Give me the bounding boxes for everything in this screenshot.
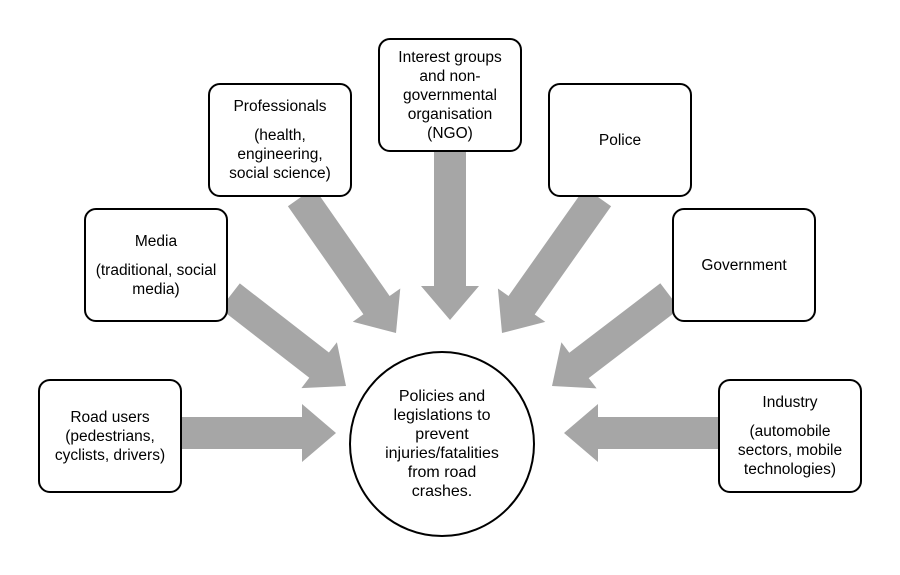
arrow-industry xyxy=(564,404,718,462)
stakeholder-box-media: Media (traditional, social media) xyxy=(84,208,228,322)
stakeholder-subtitle: (traditional, social media) xyxy=(95,261,217,298)
stakeholder-title: Government xyxy=(701,256,787,274)
stakeholder-box-government: Government xyxy=(672,208,816,322)
central-policy-circle: Policies and legislations to prevent inj… xyxy=(349,351,535,537)
stakeholder-title: Road users xyxy=(70,408,150,426)
arrow-road-users xyxy=(182,404,336,462)
stakeholder-title: Industry xyxy=(762,394,818,411)
arrow-professionals xyxy=(287,187,401,333)
arrow-media xyxy=(220,283,346,389)
stakeholder-title: Police xyxy=(598,131,642,149)
stakeholder-title: Interest groups and non- governmental or… xyxy=(398,48,502,123)
stakeholder-title: Professionals xyxy=(233,98,327,115)
arrow-police xyxy=(497,187,612,333)
arrow-government xyxy=(552,283,680,389)
stakeholder-subtitle: (NGO) xyxy=(427,124,473,142)
stakeholder-subtitle: (automobile sectors, mobile technologies… xyxy=(737,423,843,478)
stakeholder-subtitle: (health, engineering, social science) xyxy=(229,127,331,182)
stakeholder-subtitle: (pedestrians, cyclists, drivers) xyxy=(54,427,166,464)
stakeholder-box-road-users: Road users (pedestrians, cyclists, drive… xyxy=(38,379,182,493)
stakeholder-title: Media xyxy=(134,232,178,250)
central-policy-text: Policies and legislations to prevent inj… xyxy=(385,388,499,500)
stakeholder-box-police: Police xyxy=(548,83,692,197)
stakeholder-box-industry: Industry (automobile sectors, mobile tec… xyxy=(718,379,862,493)
stakeholder-box-professionals: Professionals (health, engineering, soci… xyxy=(208,83,352,197)
stakeholder-box-interest-groups: Interest groups and non- governmental or… xyxy=(378,38,522,152)
arrow-interest-groups xyxy=(421,152,479,320)
